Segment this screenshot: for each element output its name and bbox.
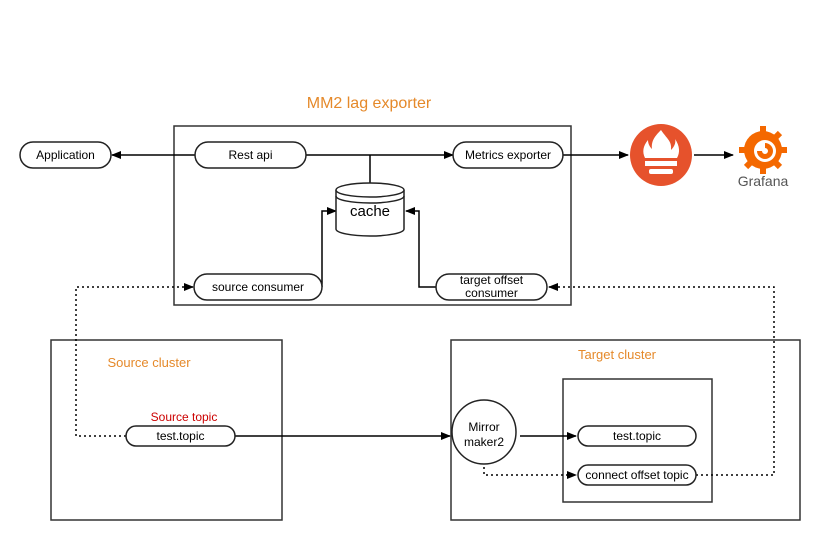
remote-topic-name: test.topic [613, 429, 661, 443]
edge-targetconsumer-cache [405, 207, 436, 288]
grafana-icon [739, 126, 787, 174]
edge-sourcetopic-sourceconsumer-dotted [75, 283, 194, 437]
remote-topic-node [577, 425, 697, 447]
target-cluster-label: Target cluster [578, 347, 657, 362]
exporter-container [173, 125, 572, 306]
metrics-exporter-node [452, 141, 564, 169]
rest-api-label: Rest api [228, 148, 272, 162]
diagram-title: MM2 lag exporter [307, 95, 432, 112]
metrics-exporter-label: Metrics exporter [465, 148, 551, 162]
source-topic-name: test.topic [156, 429, 204, 443]
mirror-maker-label-line1: Mirror [468, 420, 499, 434]
source-topic-label: Source topic [151, 410, 218, 424]
edge-mirror-connectoffset-dotted [483, 462, 577, 479]
cache-label: cache [350, 203, 390, 220]
mirror-maker-node [451, 399, 517, 465]
target-offset-consumer-label-line1: target offset [460, 273, 524, 287]
source-cluster-label: Source cluster [107, 355, 191, 370]
connect-offset-topic-name: connect offset topic [585, 468, 688, 482]
target-offset-consumer-node [435, 273, 548, 301]
mirror-maker-label-line2: maker2 [464, 435, 504, 449]
prometheus-icon [630, 124, 692, 186]
rest-api-node [194, 141, 307, 169]
target-cluster-box [450, 339, 801, 521]
cache-node [335, 182, 405, 237]
remote-topic-box [562, 378, 713, 503]
application-label: Application [36, 148, 95, 162]
source-topic-node [125, 425, 236, 447]
source-consumer-node [193, 273, 323, 301]
source-consumer-label: source consumer [212, 280, 304, 294]
connect-offset-topic-node [577, 464, 697, 486]
edge-sourceconsumer-cache [321, 207, 337, 287]
target-offset-consumer-label-line2: consumer [465, 286, 518, 300]
source-cluster-box [50, 339, 283, 521]
grafana-label: Grafana [738, 173, 789, 189]
application-node [19, 141, 112, 169]
edge-connectoffset-targetconsumer-dotted [548, 283, 775, 476]
